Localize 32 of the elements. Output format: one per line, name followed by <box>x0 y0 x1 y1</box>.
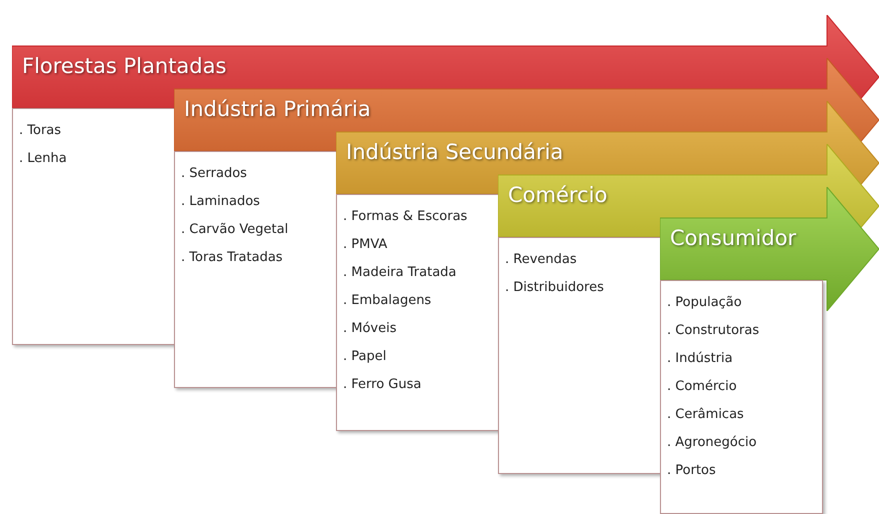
list-item: . Agronegócio <box>667 434 758 452</box>
stage-heading: Consumidor <box>670 225 796 252</box>
list-item: . Móveis <box>343 320 398 338</box>
stage-heading: Comércio <box>508 182 608 208</box>
list-item: . Toras Tratadas <box>181 249 284 267</box>
list-card <box>498 237 661 474</box>
list-item: . Carvão Vegetal <box>181 221 290 239</box>
list-item: . Madeira Tratada <box>343 264 458 282</box>
list-item: . Formas & Escoras <box>343 208 468 226</box>
list-item: . Toras <box>19 122 62 140</box>
list-item: . Comércio <box>667 378 738 396</box>
list-item: . Embalagens <box>343 292 432 310</box>
list-item: . Serrados <box>181 165 248 183</box>
list-card <box>660 280 823 514</box>
list-item: . PMVA <box>343 236 388 254</box>
list-item: . Lenha <box>19 150 68 168</box>
list-card <box>174 151 337 388</box>
stage-heading: Indústria Primária <box>184 96 371 122</box>
list-item: . Laminados <box>181 193 261 211</box>
list-card <box>12 108 175 345</box>
list-item: . População <box>667 294 743 312</box>
list-item: . Ferro Gusa <box>343 376 422 394</box>
stage-heading: Indústria Secundária <box>346 139 564 166</box>
list-item: . Papel <box>343 348 388 366</box>
list-item: . Revendas <box>505 251 578 269</box>
list-item: . Indústria <box>667 350 734 368</box>
list-item: . Distribuidores <box>505 279 605 297</box>
list-item: . Portos <box>667 462 717 480</box>
list-card <box>336 194 499 431</box>
list-item: . Construtoras <box>667 322 760 340</box>
list-item: . Cerâmicas <box>667 406 745 424</box>
stage-heading: Florestas Plantadas <box>22 53 226 80</box>
